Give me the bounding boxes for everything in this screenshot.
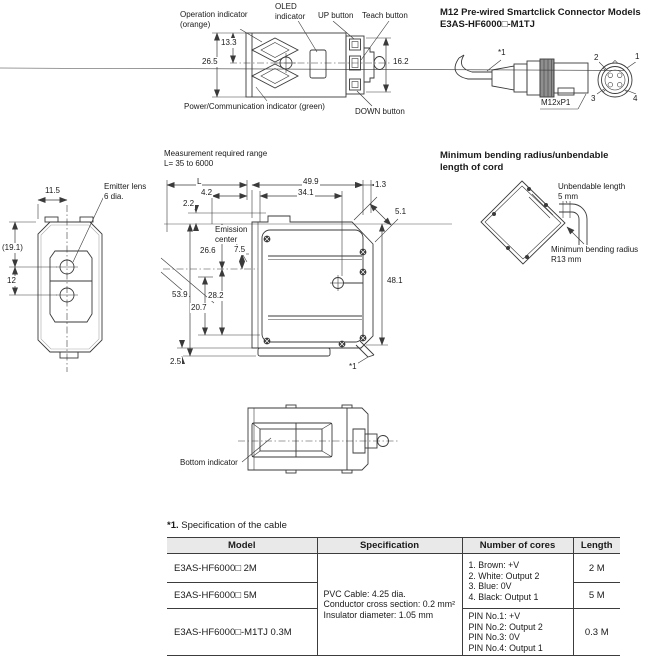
- label-oled-indicator: OLED indicator: [274, 2, 307, 21]
- cable-spec-table: Model Specification Number of cores Leng…: [167, 537, 620, 656]
- dim-2-5: 2.5: [169, 357, 183, 367]
- header-length: Length: [572, 537, 620, 554]
- table-row: E3AS-HF6000□-M1TJ 0.3M PIN No.1: +V PIN …: [167, 608, 620, 656]
- model-cell: E3AS-HF6000□-M1TJ 0.3M: [167, 608, 317, 656]
- label-unbendable-length: Unbendable length 5 mm: [557, 182, 627, 201]
- label-teach-button: Teach button: [361, 11, 409, 21]
- pin-4-label: 4: [632, 94, 639, 104]
- dim-20-7: 20.7: [190, 303, 208, 313]
- dim-1-3: 1.3: [374, 180, 388, 190]
- screw-heads: [263, 235, 367, 348]
- table-title-text: Specification of the cable: [178, 520, 287, 531]
- connector-section-title: M12 Pre-wired Smartclick Connector Model…: [440, 7, 641, 30]
- dim-16-2: 16.2: [392, 57, 410, 67]
- header-number-of-cores: Number of cores: [461, 537, 573, 554]
- dim-7-5: 7.5: [233, 245, 247, 255]
- dim-13-3: 13.3: [220, 38, 238, 48]
- dim-L: L: [196, 177, 203, 187]
- label-operation-indicator: Operation indicator (orange): [179, 10, 249, 29]
- label-emission-center: Emission center: [214, 225, 249, 244]
- label-down-button: DOWN button: [354, 107, 406, 117]
- dim-19-1: (19.1): [1, 243, 24, 253]
- table-note-ref: *1.: [167, 520, 179, 531]
- cores-wired-cell: 1. Brown: +V 2. White: Output 2 3. Blue:…: [461, 553, 573, 609]
- pin-3-label: 3: [590, 94, 597, 104]
- label-min-bending-radius: Minimum bending radius R13 mm: [550, 245, 640, 264]
- dim-4-2: 4.2: [200, 188, 214, 198]
- header-specification: Specification: [316, 537, 462, 554]
- side-note-ref: *1: [348, 362, 358, 372]
- dim-12: 12: [6, 276, 17, 286]
- dim-53-9: 53.9: [171, 290, 189, 300]
- pin-2-label: 2: [593, 53, 600, 63]
- front-view-drawing: [9, 195, 105, 372]
- dim-34-1: 34.1: [297, 188, 315, 198]
- length-cell: 2 M: [572, 553, 620, 583]
- connector-note-ref: *1: [497, 48, 507, 58]
- label-bottom-indicator: Bottom indicator: [179, 458, 239, 468]
- label-up-button: UP button: [317, 11, 355, 21]
- dim-11-5: 11.5: [44, 186, 61, 196]
- header-model: Model: [167, 537, 317, 554]
- label-power-comm-indicator: Power/Communication indicator (green): [183, 102, 326, 112]
- bending-section-title: Minimum bending radius/unbendable length…: [440, 150, 609, 173]
- specification-cell: PVC Cable: 4.25 dia. Conductor cross sec…: [316, 553, 462, 656]
- top-view-drawing: [212, 18, 398, 107]
- dim-26-5: 26.5: [201, 57, 219, 67]
- dim-5-1: 5.1: [394, 207, 408, 217]
- label-measurement-range: Measurement required range L= 35 to 6000: [164, 149, 268, 168]
- dim-26-6: 26.6: [199, 246, 217, 256]
- model-cell: E3AS-HF6000□ 5M: [167, 582, 317, 609]
- length-cell: 5 M: [572, 582, 620, 609]
- cores-connector-cell: PIN No.1: +V PIN No.2: Output 2 PIN No.3…: [461, 608, 573, 656]
- table-row: E3AS-HF6000□ 5M 5 M: [167, 582, 620, 609]
- label-emitter-lens: Emitter lens 6 dia.: [103, 182, 148, 201]
- cable-table-title: *1. Specification of the cable: [167, 520, 287, 531]
- m12-connector-drawing: [0, 54, 638, 110]
- dim-48-1: 48.1: [386, 276, 404, 286]
- table-header-row: Model Specification Number of cores Leng…: [167, 537, 620, 554]
- length-cell: 0.3 M: [572, 608, 620, 656]
- bending-radius-drawing: [480, 180, 588, 265]
- model-cell: E3AS-HF6000□ 2M: [167, 553, 317, 583]
- pin-1-label: 1: [634, 52, 641, 62]
- dim-28-2: 28.2: [207, 291, 225, 301]
- dim-2-2: 2.2: [182, 199, 196, 209]
- bottom-view-drawing: [238, 404, 398, 474]
- side-view-drawing: [160, 180, 452, 366]
- table-row: E3AS-HF6000□ 2M PVC Cable: 4.25 dia. Con…: [167, 553, 620, 656]
- label-m12xp1: M12xP1: [540, 98, 572, 108]
- dim-49-9: 49.9: [302, 177, 320, 187]
